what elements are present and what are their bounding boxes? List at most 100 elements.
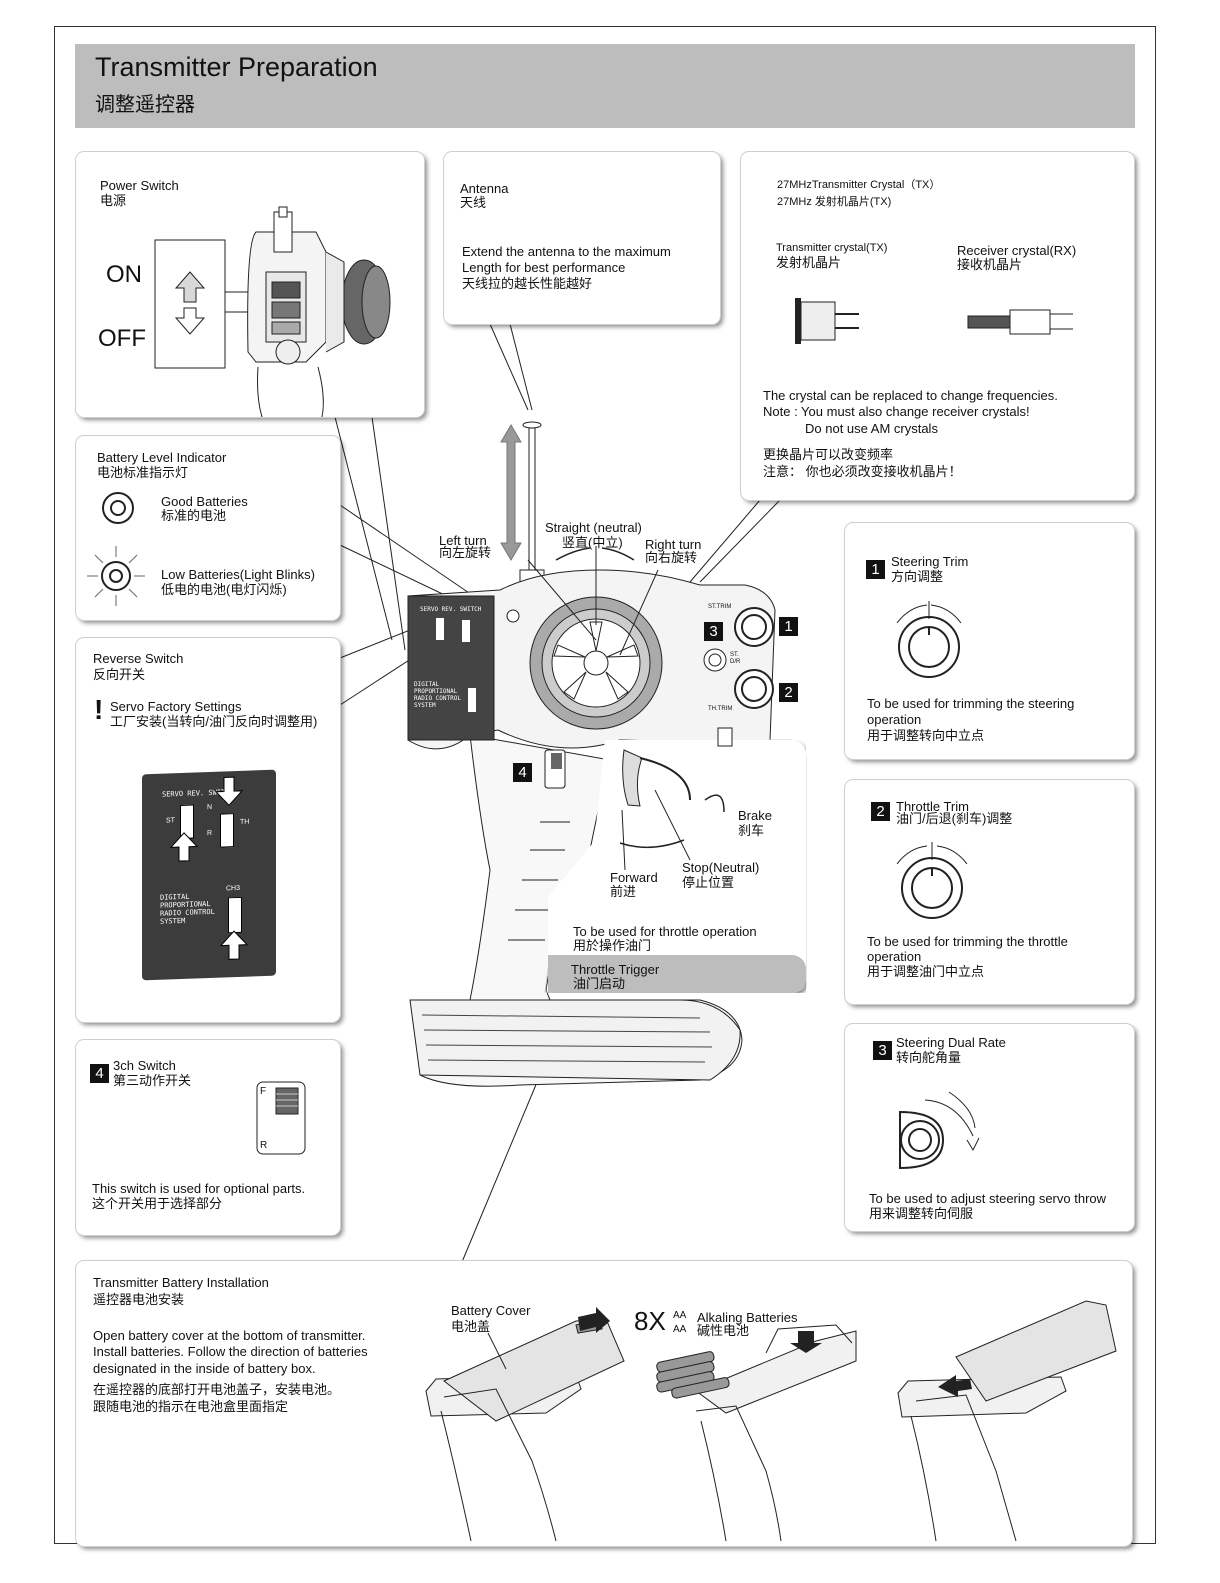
transmitter-badge-1: 1 xyxy=(779,617,798,636)
dual-rate-knob-icon xyxy=(899,1091,980,1170)
low-batteries-label-zh: 低电的电池(电灯闪烁) xyxy=(161,582,287,597)
power-switch-title-zh: 电源 xyxy=(100,193,127,208)
battery-step-1-drawing xyxy=(425,1307,625,1542)
reverse-switch-title-zh: 反向开关 xyxy=(93,667,146,682)
svg-text:SERVO REV. SWITCH: SERVO REV. SWITCH xyxy=(420,606,482,613)
battery-install-steps-illustration xyxy=(425,1300,1117,1542)
tx-crystal-label: Transmitter crystal(TX) xyxy=(776,242,888,254)
3ch-switch-title-zh: 第三动作开关 xyxy=(113,1073,192,1088)
aa-label-en: AA xyxy=(673,1310,687,1321)
crystal-title: 27MHzTransmitter Crystal（TX） xyxy=(777,179,941,191)
3ch-switch-desc-zh: 这个开关用于选择部分 xyxy=(92,1196,223,1211)
steering-trim-desc-2: operation xyxy=(867,712,922,727)
crystal-note-zh-1: 更换晶片可以改变频率 xyxy=(763,447,894,462)
dual-rate-panel: 3 Steering Dual Rate 转向舵角量 To be used to… xyxy=(845,1024,1134,1231)
antenna-desc-zh: 天线拉的越长性能越好 xyxy=(462,276,593,291)
throttle-trim-knob-icon xyxy=(896,842,968,919)
warning-icon: ! xyxy=(94,694,104,725)
crystal-note-3: Do not use AM crystals xyxy=(805,421,938,436)
3ch-f-label: F xyxy=(260,1086,267,1097)
servo-settings-label-zh: 工厂安装(当转向/油门反向时调整用) xyxy=(110,714,318,729)
svg-text:RADIO CONTROL: RADIO CONTROL xyxy=(414,695,461,702)
throttle-trim-title: Throttle Trim xyxy=(896,799,969,814)
throttle-trigger-title-bar xyxy=(548,955,806,993)
tx-crystal-label-zh: 发射机晶片 xyxy=(776,255,842,270)
servo-rev-panel-illustration: SERVO REV. SWITCH ST TH N R DIGITAL PROP… xyxy=(142,769,276,981)
throttle-trim-desc-zh: 用于调整油门中立点 xyxy=(867,964,985,979)
good-batteries-label-zh: 标准的电池 xyxy=(161,508,227,523)
transmitter-badge-2: 2 xyxy=(779,683,798,702)
power-switch-panel: Power Switch 电源 ON OFF xyxy=(76,152,424,417)
battery-step-3-drawing xyxy=(897,1300,1117,1542)
power-switch-illustration xyxy=(154,206,391,417)
low-batteries-label: Low Batteries(Light Blinks) xyxy=(161,567,315,582)
number-badge-1: 1 xyxy=(866,560,885,579)
number-badge-2: 2 xyxy=(871,802,890,821)
right-turn-label: Right turn xyxy=(645,537,702,552)
battery-cover-label-zh: 电池盖 xyxy=(451,1319,491,1334)
st-dr-label: ST. D/R xyxy=(730,652,741,665)
steering-trim-desc-1: To be used for trimming the steering xyxy=(867,696,1075,711)
battery-install-step-2: Install batteries. Follow the direction … xyxy=(93,1344,368,1359)
battery-level-title-zh: 电池标准指示灯 xyxy=(97,465,189,480)
transmitter-badge-3: 3 xyxy=(704,622,723,641)
transmitter-badge-4: 4 xyxy=(513,763,532,782)
power-on-label: ON xyxy=(106,261,142,288)
3ch-switch-desc: This switch is used for optional parts. xyxy=(92,1181,306,1196)
svg-text:SYSTEM: SYSTEM xyxy=(414,702,436,709)
3ch-switch-panel: 4 3ch Switch 第三动作开关 F R This switch is u… xyxy=(76,1040,340,1235)
page-title-zh: 调整遥控器 xyxy=(95,94,195,116)
3ch-switch-title: 3ch Switch xyxy=(113,1058,176,1073)
battery-install-step-1: Open battery cover at the bottom of tran… xyxy=(93,1328,366,1343)
svg-text:PROPORTIONAL: PROPORTIONAL xyxy=(414,688,458,695)
servo-settings-label: Servo Factory Settings xyxy=(110,699,242,714)
alkaline-batteries-label: Alkaling Batteries xyxy=(697,1310,798,1325)
steering-trim-knob-icon xyxy=(896,601,962,678)
antenna-panel: Antenna 天线 Extend the antenna to the max… xyxy=(444,152,720,324)
straight-label-zh: 竖直(中立) xyxy=(562,535,623,550)
reverse-switch-panel: Reverse Switch 反向开关 ! Servo Factory Sett… xyxy=(76,638,340,1022)
battery-count: 8X xyxy=(634,1306,666,1336)
rx-crystal-label-zh: 接收机晶片 xyxy=(957,257,1023,272)
battery-step-2-drawing xyxy=(656,1324,857,1542)
battery-install-zh-1: 在遥控器的底部打开电池盖子，安装电池。 xyxy=(93,1382,341,1397)
battery-indicator-icons xyxy=(87,492,145,606)
dual-rate-desc-zh: 用来调整转向伺服 xyxy=(869,1206,974,1221)
dual-rate-desc: To be used to adjust steering servo thro… xyxy=(869,1191,1107,1206)
power-off-label: OFF xyxy=(98,325,146,352)
3ch-switch-illustration xyxy=(256,1081,306,1155)
battery-install-panel: Transmitter Battery Installation 遥控器电池安装… xyxy=(76,1261,1132,1546)
steering-trim-panel: 1 Steering Trim 方向调整 To be used for trim… xyxy=(845,523,1134,759)
battery-install-step-3: designated in the inside of battery box. xyxy=(93,1361,316,1376)
dual-rate-title-zh: 转向舵角量 xyxy=(896,1050,962,1065)
steering-trim-desc-zh: 用于调整转向中立点 xyxy=(867,728,985,743)
dual-rate-title: Steering Dual Rate xyxy=(896,1035,1006,1050)
antenna-desc-2: Length for best performance xyxy=(462,260,626,275)
throttle-trim-title-zh: 油门/后退(刹车)调整 xyxy=(896,811,1013,826)
crystal-note-1: The crystal can be replaced to change fr… xyxy=(763,388,1058,403)
crystal-title-zh: 27MHz 发射机晶片(TX) xyxy=(777,196,892,208)
crystal-note-zh-2: 注意： 你也必须改变接收机晶片！ xyxy=(763,464,962,479)
steering-trim-title: Steering Trim xyxy=(891,554,969,569)
throttle-trim-panel: 2 Throttle Trim 油门/后退(刹车)调整 To be used f… xyxy=(845,780,1134,1004)
left-turn-label: Left turn xyxy=(439,533,487,548)
crystal-note-2: Note : You must also change receiver cry… xyxy=(763,404,1030,419)
battery-install-title-zh: 遥控器电池安装 xyxy=(93,1292,185,1307)
battery-install-title: Transmitter Battery Installation xyxy=(93,1275,269,1290)
st-trim-label: ST.TRIM xyxy=(708,604,732,610)
aa-label-zh: AA xyxy=(673,1324,687,1335)
throttle-trim-desc-1: To be used for trimming the throttle xyxy=(867,934,1068,949)
battery-level-title: Battery Level Indicator xyxy=(97,450,227,465)
page-title: Transmitter Preparation xyxy=(95,52,378,82)
right-turn-label-zh: 向右旋转 xyxy=(645,550,698,565)
throttle-trim-desc-2: operation xyxy=(867,949,922,964)
antenna-title-zh: 天线 xyxy=(460,195,487,210)
reverse-switch-title: Reverse Switch xyxy=(93,651,184,666)
th-trim-label: TH.TRIM xyxy=(708,706,733,712)
svg-text:DIGITAL: DIGITAL xyxy=(414,681,440,688)
crystal-illustration xyxy=(795,298,1073,344)
battery-install-zh-2: 跟随电池的指示在电池盒里面指定 xyxy=(93,1399,289,1414)
alkaline-batteries-label-zh: 碱性电池 xyxy=(697,1323,750,1338)
good-batteries-label: Good Batteries xyxy=(161,494,248,509)
